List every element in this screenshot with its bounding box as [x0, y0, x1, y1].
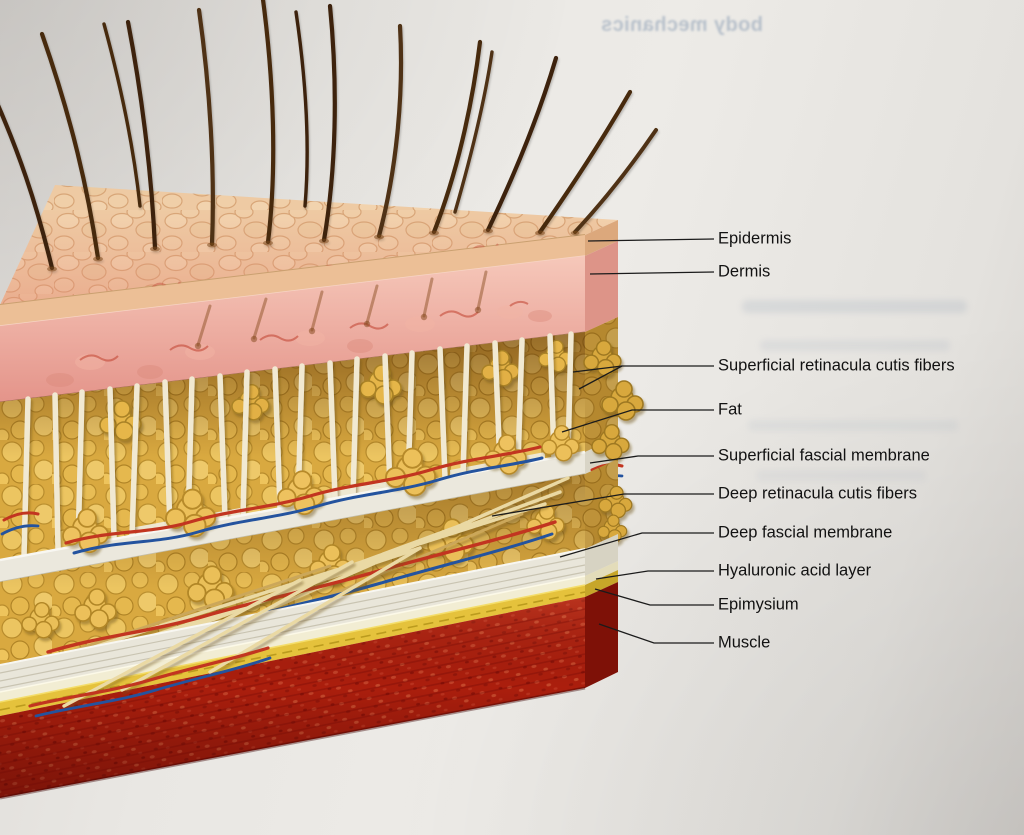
- leader-superficial-retinacula-branch: [572, 365, 623, 373]
- vessels-superficial: [0, 445, 624, 555]
- deep-membrane-side: [585, 534, 618, 576]
- superficial-retinacula-fibers: [21, 331, 574, 559]
- leader-epidermis: [587, 238, 715, 242]
- page-bleedthrough-smudge: [760, 340, 950, 351]
- leader-superficial-membrane: [589, 455, 714, 464]
- hyaluronic-side: [585, 561, 618, 585]
- muscle-striations: [0, 608, 586, 792]
- page-bleedthrough-smudge: [748, 420, 958, 431]
- leader-lines: [491, 238, 715, 644]
- superficial-fat-zone: [0, 317, 618, 560]
- fibers-over-lower-layers: [62, 546, 422, 708]
- leader-epimysium: [594, 588, 714, 606]
- label-hyaluronic-acid-layer: Hyaluronic acid layer: [718, 561, 872, 580]
- label-fat: Fat: [718, 400, 742, 419]
- epidermis-side-face: [585, 220, 618, 256]
- hair-follicles-in-dermis: [194, 270, 488, 350]
- label-deep-fascial-membrane: Deep fascial membrane: [718, 523, 893, 542]
- label-epimysium: Epimysium: [718, 595, 799, 614]
- leader-dermis: [589, 271, 715, 275]
- leader-hyaluronic: [595, 570, 714, 580]
- leader-muscle: [598, 623, 714, 644]
- leader-deep-retinacula: [491, 493, 714, 517]
- vessels-over-lower-layers: [28, 646, 272, 718]
- label-deep-retinacula-cutis-fibers: Deep retinacula cutis fibers: [718, 484, 918, 503]
- dermis-capillaries: [79, 300, 529, 362]
- leader-deep-membrane: [559, 532, 714, 558]
- dermis-side-face: [585, 241, 618, 332]
- hyaluronic-acid-layer: [0, 561, 618, 702]
- label-superficial-retinacula-cutis-fibers: Superficial retinacula cutis fibers: [718, 356, 955, 375]
- muscle-layer: [0, 582, 618, 800]
- leader-fat: [561, 409, 714, 433]
- muscle-side-face: [585, 582, 618, 688]
- page-bleedthrough-smudge: [756, 470, 926, 481]
- hair-follicle-openings: [47, 228, 580, 272]
- label-muscle: Muscle: [718, 633, 771, 652]
- label-epidermis: Epidermis: [718, 229, 792, 248]
- hair-strands: [0, 0, 658, 272]
- label-superficial-fascial-membrane: Superficial fascial membrane: [718, 446, 930, 465]
- page-bleedthrough-smudge: [742, 300, 967, 313]
- label-dermis: Dermis: [718, 262, 771, 281]
- dermis-front-face: [0, 241, 618, 402]
- dermis-mottling: [46, 305, 552, 387]
